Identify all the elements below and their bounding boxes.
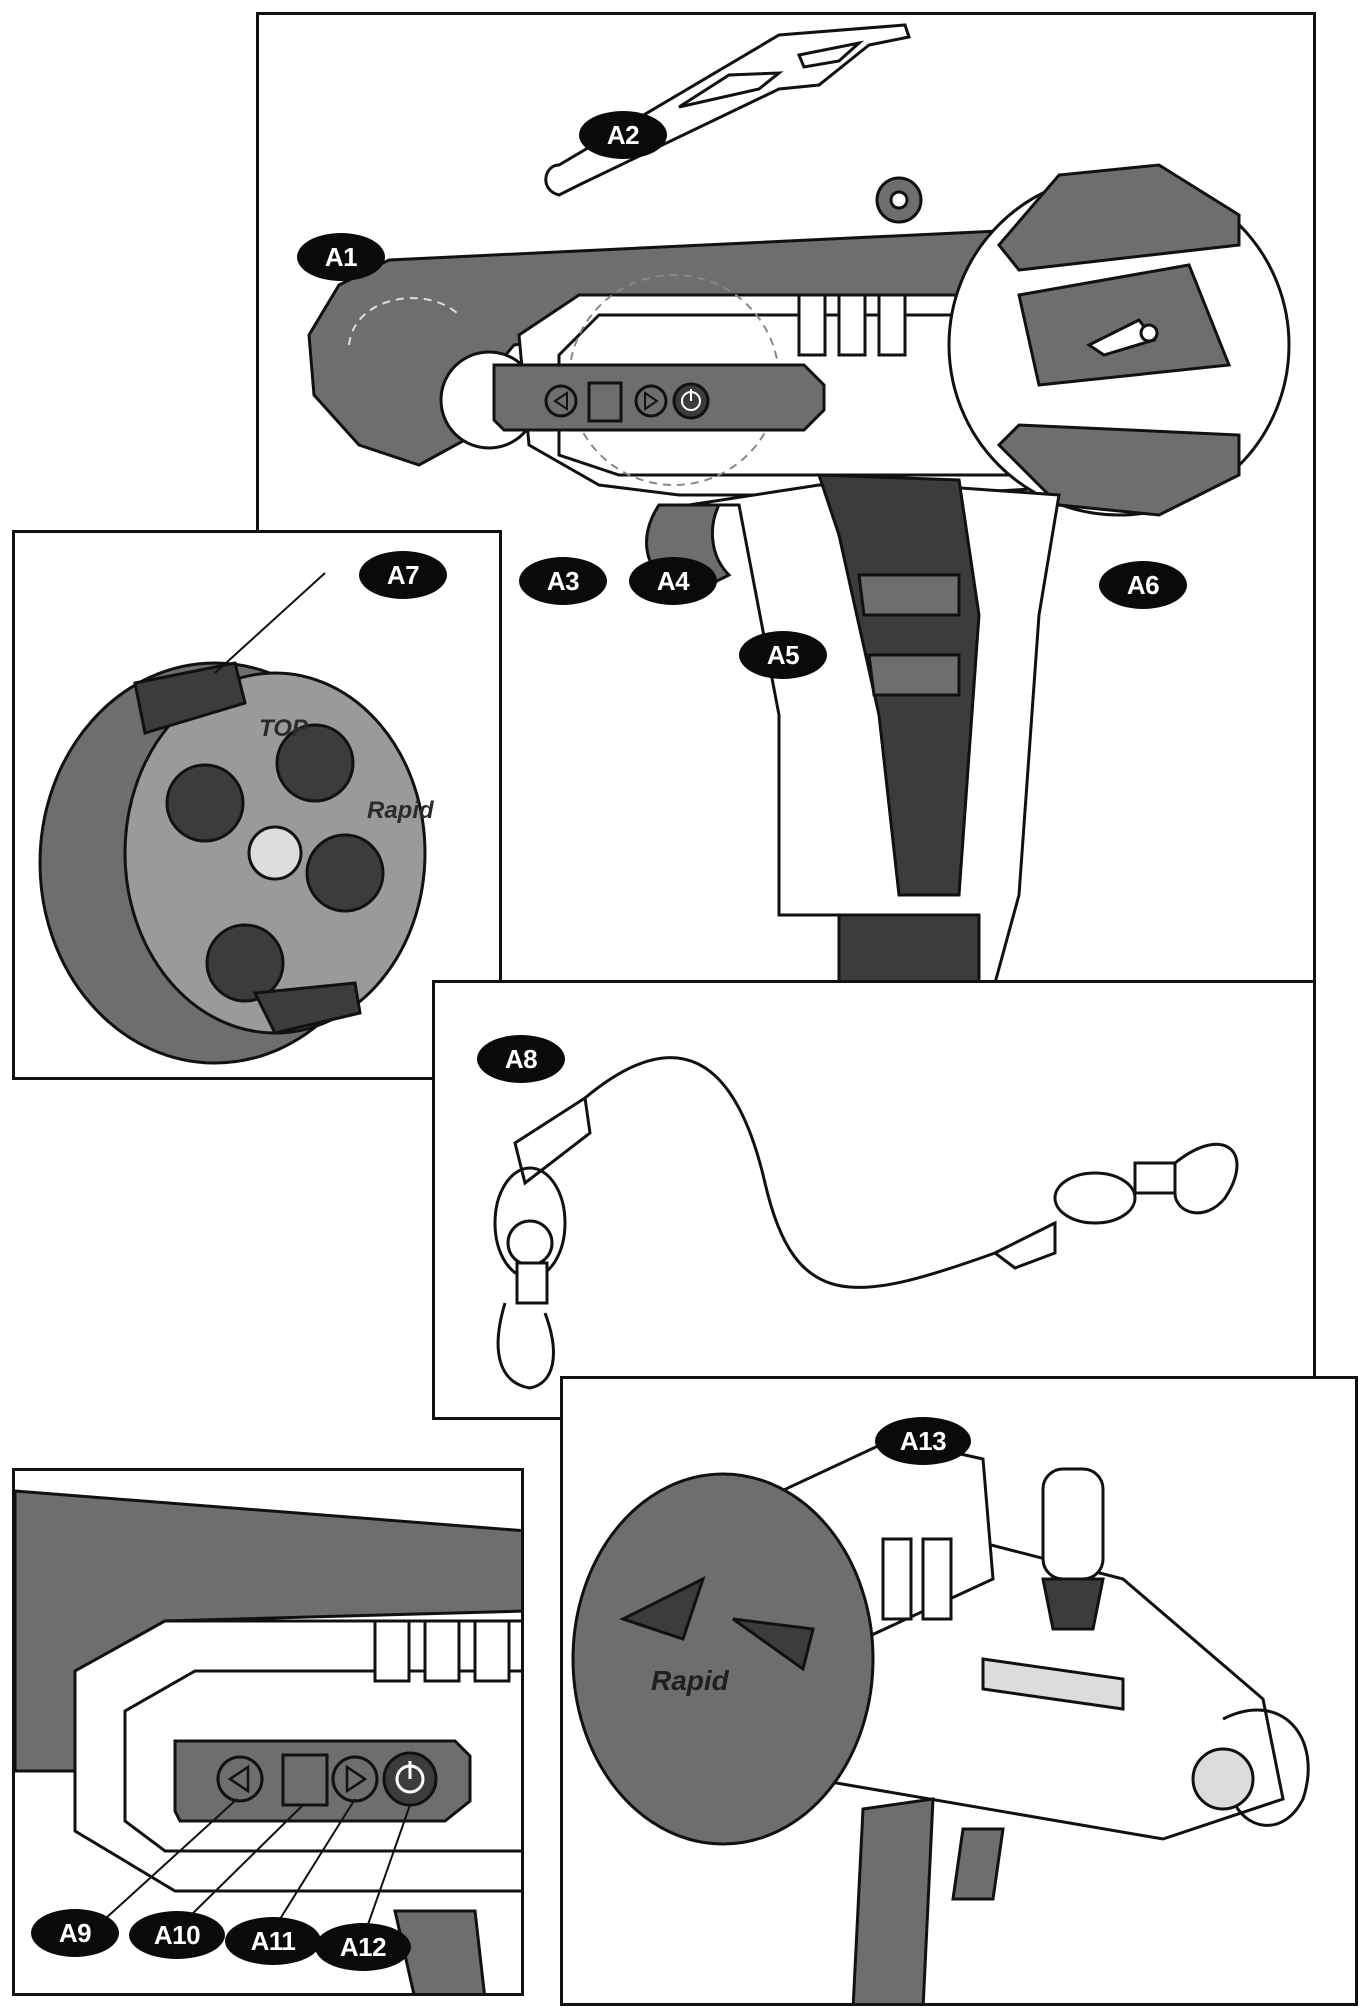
label-a8: A8 <box>477 1035 565 1083</box>
label-a12: A12 <box>315 1923 411 1971</box>
key-tool-a2 <box>544 23 911 197</box>
label-a9: A9 <box>31 1909 119 1957</box>
label-a3: A3 <box>519 557 607 605</box>
lanyard-drawing <box>493 1056 1239 1390</box>
cover-drawing <box>571 1437 1310 2003</box>
label-a5: A5 <box>739 631 827 679</box>
reel-drawing <box>38 572 427 1065</box>
handle-a6 <box>688 473 1061 1007</box>
buttons-panel: A9 A10 A11 A12 <box>12 1468 524 1996</box>
buttons-drawing <box>15 1489 521 1993</box>
cover-panel: Rapid A13 <box>560 1376 1358 2006</box>
reel-top-marking: TOP <box>259 715 308 742</box>
label-a13: A13 <box>875 1417 971 1465</box>
reel-brand-marking: Rapid <box>367 797 434 824</box>
label-a10: A10 <box>129 1911 225 1959</box>
control-panel <box>492 363 826 432</box>
reel-panel: TOP Rapid A7 <box>12 530 502 1080</box>
label-a11: A11 <box>225 1917 321 1965</box>
label-a2: A2 <box>579 111 667 159</box>
label-a6: A6 <box>1099 561 1187 609</box>
cover-brand-marking: Rapid <box>651 1665 729 1696</box>
label-a1: A1 <box>297 233 385 281</box>
reel-drum <box>947 163 1291 517</box>
label-a7: A7 <box>359 551 447 599</box>
lanyard-panel: A8 <box>432 980 1316 1420</box>
label-a4: A4 <box>629 557 717 605</box>
